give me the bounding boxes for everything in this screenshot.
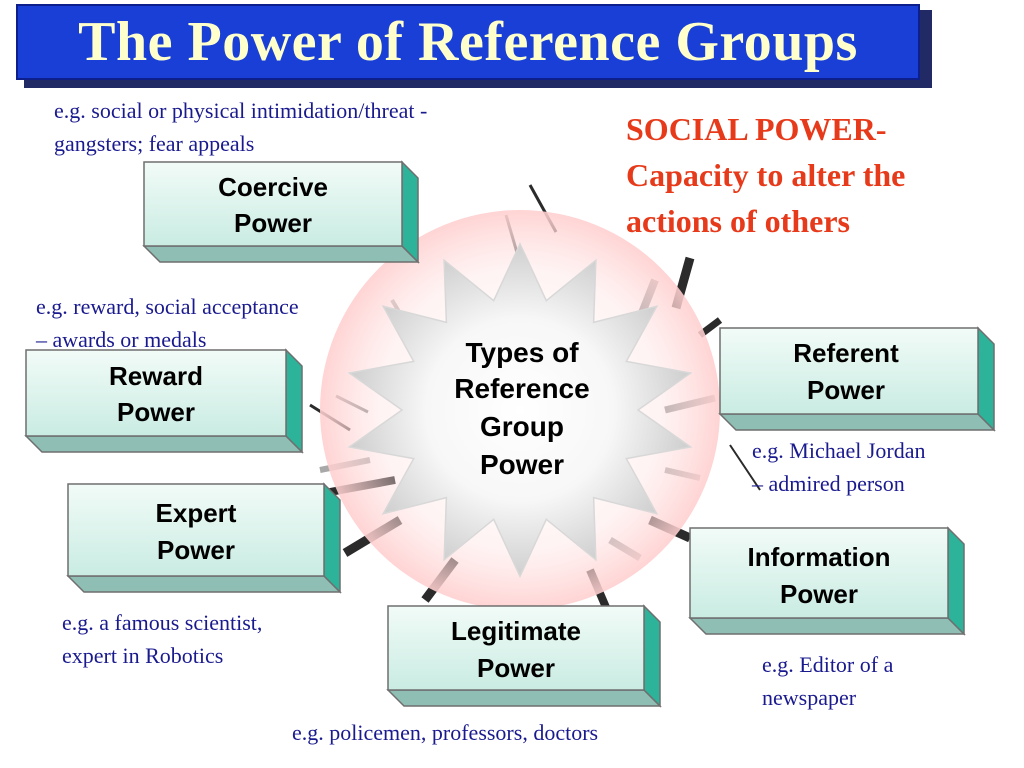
- referent-power-box: Referent Power: [718, 326, 996, 432]
- social-power-line: actions of others: [626, 203, 850, 239]
- information-power-box: Information Power: [688, 526, 966, 636]
- center-label-line: Types of: [465, 337, 579, 368]
- information-example: e.g. Editor of a newspaper: [762, 648, 893, 714]
- coercive-power-label: Power: [234, 208, 312, 238]
- reward-example-line: e.g. reward, social acceptance: [36, 294, 299, 319]
- coercive-example: e.g. social or physical intimidation/thr…: [54, 94, 427, 160]
- social-power-definition: SOCIAL POWER- Capacity to alter the acti…: [626, 106, 905, 244]
- center-label-line: Reference: [454, 373, 589, 404]
- information-power-label: Information: [748, 542, 891, 572]
- expert-example-line: expert in Robotics: [62, 643, 224, 668]
- expert-example: e.g. a famous scientist, expert in Robot…: [62, 606, 262, 672]
- legitimate-example: e.g. policemen, professors, doctors: [292, 716, 598, 749]
- star-burst: [347, 242, 693, 579]
- information-example-line: e.g. Editor of a: [762, 652, 894, 677]
- legitimate-power-label: Power: [477, 653, 555, 683]
- expert-power-label: Power: [157, 535, 235, 565]
- reward-example-line: – awards or medals: [36, 327, 207, 352]
- legitimate-power-label: Legitimate: [451, 616, 581, 646]
- legitimate-example-line: e.g. policemen, professors, doctors: [292, 720, 599, 745]
- reward-power-box: Reward Power: [24, 348, 304, 454]
- expert-power-box: Expert Power: [66, 482, 342, 594]
- information-example-line: newspaper: [762, 685, 857, 710]
- title-banner: The Power of Reference Groups: [16, 4, 920, 80]
- page-title: The Power of Reference Groups: [78, 11, 858, 73]
- center-label-line: Power: [480, 449, 564, 480]
- referent-example-line: – admired person: [752, 471, 905, 496]
- center-label-line: Group: [480, 411, 564, 442]
- reward-power-label: Reward: [109, 361, 203, 391]
- coercive-example-line: gangsters; fear appeals: [54, 131, 255, 156]
- expert-power-label: Expert: [156, 498, 237, 528]
- expert-example-line: e.g. a famous scientist,: [62, 610, 263, 635]
- coercive-power-label: Coercive: [218, 172, 328, 202]
- social-power-line: SOCIAL POWER-: [626, 111, 887, 147]
- reward-power-label: Power: [117, 397, 195, 427]
- information-power-label: Power: [780, 579, 858, 609]
- ray: [729, 444, 761, 491]
- referent-power-label: Referent: [793, 338, 899, 368]
- referent-example-line: e.g. Michael Jordan: [752, 438, 926, 463]
- social-power-line: Capacity to alter the: [626, 157, 906, 193]
- coercive-power-box: Coercive Power: [142, 160, 420, 264]
- referent-example: e.g. Michael Jordan – admired person: [752, 434, 926, 500]
- coercive-example-line: e.g. social or physical intimidation/thr…: [54, 98, 428, 123]
- reward-example: e.g. reward, social acceptance – awards …: [36, 290, 299, 356]
- center-label: Types of Reference Group Power: [454, 337, 589, 480]
- legitimate-power-box: Legitimate Power: [386, 604, 662, 708]
- referent-power-label: Power: [807, 375, 885, 405]
